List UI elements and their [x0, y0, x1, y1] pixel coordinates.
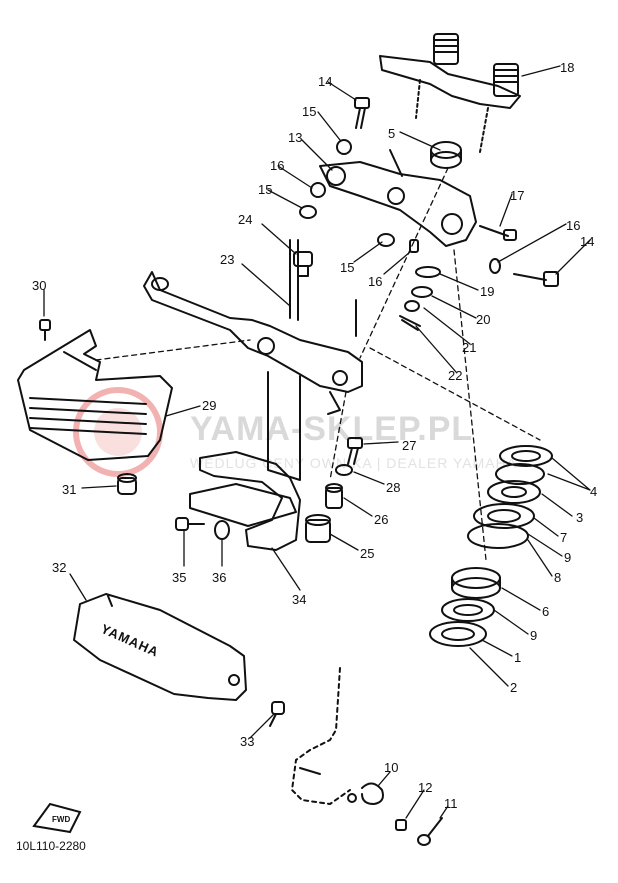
callout-10: 10	[384, 760, 398, 775]
watermark-ring	[73, 387, 163, 477]
callout-29: 29	[202, 398, 216, 413]
forward-text: FWD	[52, 815, 70, 824]
callout-25: 25	[360, 546, 374, 561]
callout-3: 3	[576, 510, 583, 525]
watermark-title: YAMA-SKLEP.PL	[190, 410, 473, 448]
washer-20	[411, 286, 433, 298]
callout-15-upper: 15	[302, 104, 316, 119]
callout-22: 22	[448, 368, 462, 383]
callout-8: 8	[554, 570, 561, 585]
cap-15-left	[299, 205, 317, 219]
callout-26: 26	[374, 512, 388, 527]
callout-14-upper: 14	[318, 74, 332, 89]
callout-34: 34	[292, 592, 306, 607]
callout-17: 17	[510, 188, 524, 203]
fork-lower	[291, 667, 351, 805]
plate-19	[415, 266, 441, 278]
callout-2: 2	[510, 680, 517, 695]
callout-21: 21	[462, 340, 476, 355]
washer-36	[214, 520, 230, 540]
callout-18: 18	[560, 60, 574, 75]
washer-15-top	[336, 139, 352, 155]
callout-12: 12	[418, 780, 432, 795]
nut-16-left	[310, 182, 326, 198]
emblem-text: YAMAHA	[99, 621, 162, 660]
callout-15-left: 15	[258, 182, 272, 197]
washer-16-right	[489, 258, 501, 274]
bracket-34	[189, 451, 301, 551]
callout-23: 23	[220, 252, 234, 267]
collar-21	[404, 300, 420, 312]
leader-lines	[43, 65, 591, 819]
forward-arrow: FWD	[32, 802, 82, 834]
callout-1: 1	[514, 650, 521, 665]
cap-15-mid	[377, 233, 395, 247]
callout-36: 36	[212, 570, 226, 585]
upper-bracket	[319, 149, 477, 247]
callout-14-right: 14	[580, 234, 594, 249]
bearing-stack-lower	[429, 567, 501, 647]
callout-9-lower: 9	[530, 628, 537, 643]
callout-31: 31	[62, 482, 76, 497]
diagram-code: 10L110-2280	[16, 839, 86, 853]
bolt-11	[417, 817, 443, 846]
callout-16-mid: 16	[368, 274, 382, 289]
nut-12	[395, 819, 407, 831]
callout-9-upper: 9	[564, 550, 571, 565]
emblem-plate-32	[73, 593, 247, 701]
callout-24: 24	[238, 212, 252, 227]
assembly-lines	[95, 167, 541, 561]
callout-35: 35	[172, 570, 186, 585]
callout-32: 32	[52, 560, 66, 575]
callout-33: 33	[240, 734, 254, 749]
callout-13: 13	[288, 130, 302, 145]
callout-28: 28	[386, 480, 400, 495]
callout-11: 11	[444, 796, 458, 811]
watermark-subtitle: WEDLUG CENY OWNIKA | DEALER YAMAHA	[190, 455, 517, 471]
callout-6: 6	[542, 604, 549, 619]
handlebar-holder	[379, 33, 521, 153]
clip-10	[347, 782, 384, 805]
bolt-14-right	[513, 271, 559, 287]
stay-23	[143, 239, 363, 481]
collar-26	[325, 483, 343, 509]
callout-19: 19	[480, 284, 494, 299]
screw-30	[39, 319, 51, 341]
spring-22	[399, 315, 421, 331]
bolt-14-upper	[354, 97, 370, 129]
callout-30: 30	[32, 278, 46, 293]
callout-5: 5	[388, 126, 395, 141]
callout-16-right: 16	[566, 218, 580, 233]
screw-33	[269, 701, 285, 727]
bearing-stack-upper	[467, 445, 553, 549]
nut-16-mid	[409, 239, 419, 253]
callout-20: 20	[476, 312, 490, 327]
callout-7: 7	[560, 530, 567, 545]
callout-27: 27	[402, 438, 416, 453]
steering-nut	[430, 141, 462, 169]
bolt-27	[347, 437, 363, 465]
bolt-17	[479, 225, 517, 241]
grommet-31	[117, 473, 137, 495]
washer-28	[335, 464, 353, 476]
watermark: YAMA-SKLEP.PL WEDLUG CENY OWNIKA | DEALE…	[73, 387, 517, 477]
screw-35	[175, 517, 205, 531]
cover-29	[17, 329, 173, 461]
callout-16-left: 16	[270, 158, 284, 173]
callout-4: 4	[590, 484, 597, 499]
bushing-25	[305, 514, 331, 543]
callout-15-mid: 15	[340, 260, 354, 275]
callout-numbers: 18 14 15 13 5 16 15 17 16 14 24 23 15 16…	[32, 60, 597, 811]
cap-24	[293, 251, 313, 277]
